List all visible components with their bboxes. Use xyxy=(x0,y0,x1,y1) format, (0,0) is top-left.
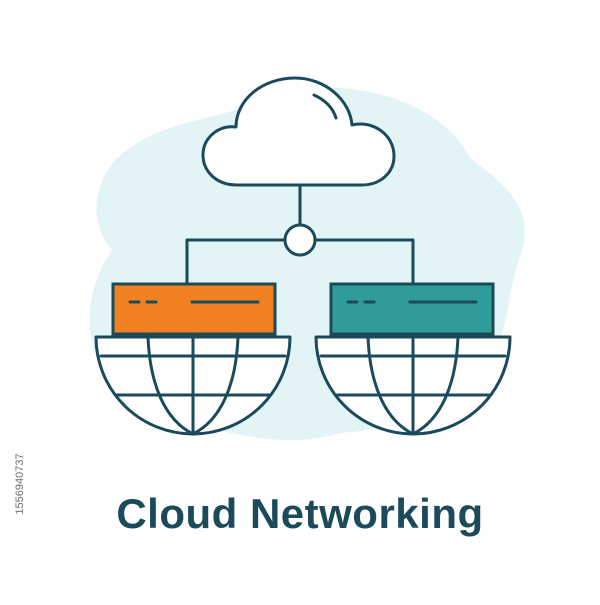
right-globe-icon xyxy=(314,335,512,436)
network-hub-icon xyxy=(283,223,317,257)
hub-to-left-server-line xyxy=(185,238,286,286)
right-server-icon xyxy=(329,282,495,336)
cloud-icon xyxy=(201,76,396,187)
caption-title: Cloud Networking xyxy=(116,490,484,537)
cloud-highlight xyxy=(312,93,338,120)
network-connectors xyxy=(185,183,415,286)
left-globe-icon xyxy=(94,335,292,436)
stock-id-label: 1556940737 xyxy=(14,453,26,515)
hub-to-right-server-line xyxy=(314,238,415,286)
left-server-icon xyxy=(111,282,277,336)
